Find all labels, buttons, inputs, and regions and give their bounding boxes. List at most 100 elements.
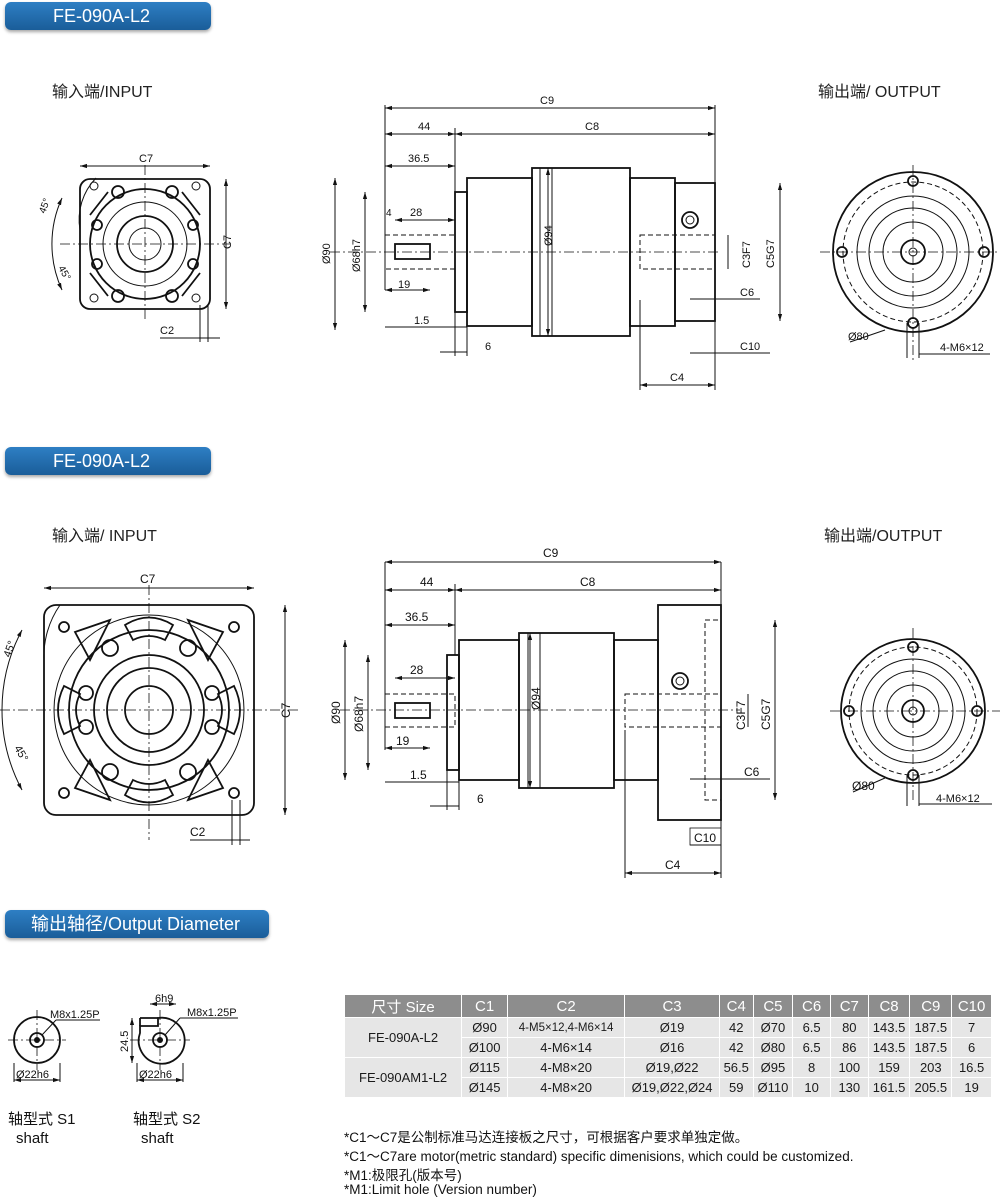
table-cell: 19	[951, 1077, 992, 1098]
th-c3: C3	[624, 994, 720, 1018]
mid-angle-1: 45°	[2, 639, 19, 659]
top-input-label: 输入端/INPUT	[52, 84, 153, 101]
th-c1: C1	[461, 994, 509, 1018]
section-title-mid-text: FE-090A-L2	[53, 451, 151, 471]
shaft-s2-diagram: 6h9 M8x1.25P 24.5 Ø22h6	[119, 993, 238, 1083]
mid-28: 28	[410, 663, 424, 677]
spec-table: 尺寸 Size C1 C2 C3 C4 C5 C6 C7 C8 C9 C10 F…	[343, 994, 992, 1098]
table-cell: Ø16	[624, 1037, 720, 1058]
table-cell: 42	[718, 1037, 754, 1058]
mid-angle-2: 45°	[11, 744, 30, 764]
top-c10: C10	[740, 341, 760, 353]
table-cell: Ø19,Ø22,Ø24	[624, 1077, 720, 1098]
top-d90: Ø90	[321, 243, 333, 264]
mid-c2: C2	[190, 825, 206, 839]
mid-d68: Ø68h7	[352, 696, 366, 732]
mid-c7-h: C7	[140, 572, 156, 586]
section-title-diameter: 输出轴径/Output Diameter	[5, 910, 269, 938]
mid-out-d80: Ø80	[852, 779, 875, 793]
table-cell: 161.5	[867, 1077, 911, 1098]
top-4: 4	[386, 208, 392, 219]
th-c9: C9	[909, 994, 953, 1018]
table-cell: 4-M6×14	[507, 1037, 626, 1058]
table-cell: 42	[718, 1017, 754, 1038]
top-c5g7: C5G7	[765, 239, 777, 268]
table-cell: 6.5	[792, 1017, 831, 1038]
top-input-flange-view: C7 C7 C2 45° 45°	[37, 153, 234, 342]
top-c8: C8	[585, 121, 599, 133]
top-c7-v: C7	[222, 235, 234, 249]
mid-c3f7: C3F7	[734, 700, 748, 730]
footnote-4: *M1:Limit hole (Version number)	[344, 1182, 537, 1197]
table-cell: 10	[792, 1077, 831, 1098]
table-row: FE-090AM1-L2 Ø115 4-M8×20 Ø19,Ø22 56.5 Ø…	[343, 1057, 992, 1098]
table-cell: 159	[867, 1057, 911, 1078]
mid-c6: C6	[744, 765, 760, 779]
top-365: 36.5	[408, 153, 429, 165]
table-cell: 205.5	[909, 1077, 953, 1098]
table-cell: 8	[792, 1057, 831, 1078]
s1-dia: Ø22h6	[16, 1069, 49, 1081]
mid-c7-v: C7	[279, 702, 293, 718]
mid-44: 44	[420, 575, 434, 589]
top-c2: C2	[160, 325, 174, 337]
table-cell: Ø19	[624, 1017, 720, 1038]
table-cell: 143.5	[867, 1017, 911, 1038]
table-cell: 4-M5×12,4-M6×14	[507, 1017, 626, 1038]
th-size: 尺寸 Size	[343, 994, 463, 1018]
mid-input-label: 输入端/ INPUT	[52, 528, 157, 545]
th-c4: C4	[718, 994, 754, 1018]
table-cell: Ø100	[461, 1037, 509, 1058]
shaft-s1-label-en: shaft	[16, 1130, 49, 1147]
table-cell: 4-M8×20	[507, 1057, 626, 1078]
th-c2: C2	[507, 994, 626, 1018]
shaft-s1-diagram: M8x1.25P Ø22h6	[8, 1009, 100, 1083]
table-cell: 203	[909, 1057, 953, 1078]
th-c10: C10	[951, 994, 992, 1018]
footnote-1: *C1～C7是公制标准马达连接板之尺寸，可根据客户要求单独定做。	[344, 1130, 749, 1145]
mid-d94: Ø94	[529, 687, 543, 710]
table-cell: 80	[829, 1017, 869, 1038]
mid-d90: Ø90	[329, 701, 343, 724]
table-row: FE-090A-L2 Ø90 4-M5×12,4-M6×14 Ø19 42 Ø7…	[343, 1017, 992, 1058]
table-cell: 187.5	[909, 1017, 953, 1038]
table-cell: 143.5	[867, 1037, 911, 1058]
table-cell: 7	[951, 1017, 992, 1038]
section-title-top-text: FE-090A-L2	[53, 6, 151, 26]
table-cell: Ø110	[752, 1077, 794, 1098]
top-out-d80: Ø80	[848, 331, 869, 343]
shaft-s1-label: 轴型式 S1 shaft	[8, 1110, 76, 1148]
mid-c9: C9	[543, 546, 559, 560]
mid-c4: C4	[665, 858, 681, 872]
footnote-3: *M1:极限孔(版本号)	[344, 1168, 462, 1183]
footnote-2: *C1～C7are motor(metric standard) specifi…	[344, 1149, 854, 1164]
table-cell: 6.5	[792, 1037, 831, 1058]
table-cell: Ø145	[461, 1077, 509, 1098]
shaft-s2-label-en: shaft	[141, 1130, 174, 1147]
top-d68: Ø68h7	[351, 239, 363, 272]
s2-dia: Ø22h6	[139, 1069, 172, 1081]
mid-c5g7: C5G7	[759, 698, 773, 730]
table-cell: Ø80	[752, 1037, 794, 1058]
top-c6: C6	[740, 287, 754, 299]
top-angle-1: 45°	[37, 197, 53, 215]
top-c7-h: C7	[139, 153, 153, 165]
table-cell: Ø95	[752, 1057, 794, 1078]
table-cell: 6	[951, 1037, 992, 1058]
top-output-view: Ø80 4-M6×12	[820, 165, 1000, 360]
table-cell: 187.5	[909, 1037, 953, 1058]
top-d94: Ø94	[543, 225, 555, 246]
mid-output-label: 输出端/OUTPUT	[824, 528, 943, 545]
mid-side-view: C9 44 C8 36.5 28 19 1.5 6 Ø90 Ø68h7 Ø94 …	[329, 546, 778, 878]
top-6: 6	[485, 341, 491, 353]
mid-output-view: Ø80 4-M6×12	[830, 628, 1000, 806]
top-c9: C9	[540, 95, 554, 107]
top-output-label: 输出端/ OUTPUT	[818, 84, 941, 101]
model-cell: FE-090AM1-L2	[343, 1057, 463, 1098]
th-c5: C5	[752, 994, 794, 1018]
mid-19: 19	[396, 734, 410, 748]
s1-thread: M8x1.25P	[50, 1009, 100, 1021]
top-out-bolt: 4-M6×12	[940, 342, 984, 354]
table-cell: Ø115	[461, 1057, 509, 1078]
